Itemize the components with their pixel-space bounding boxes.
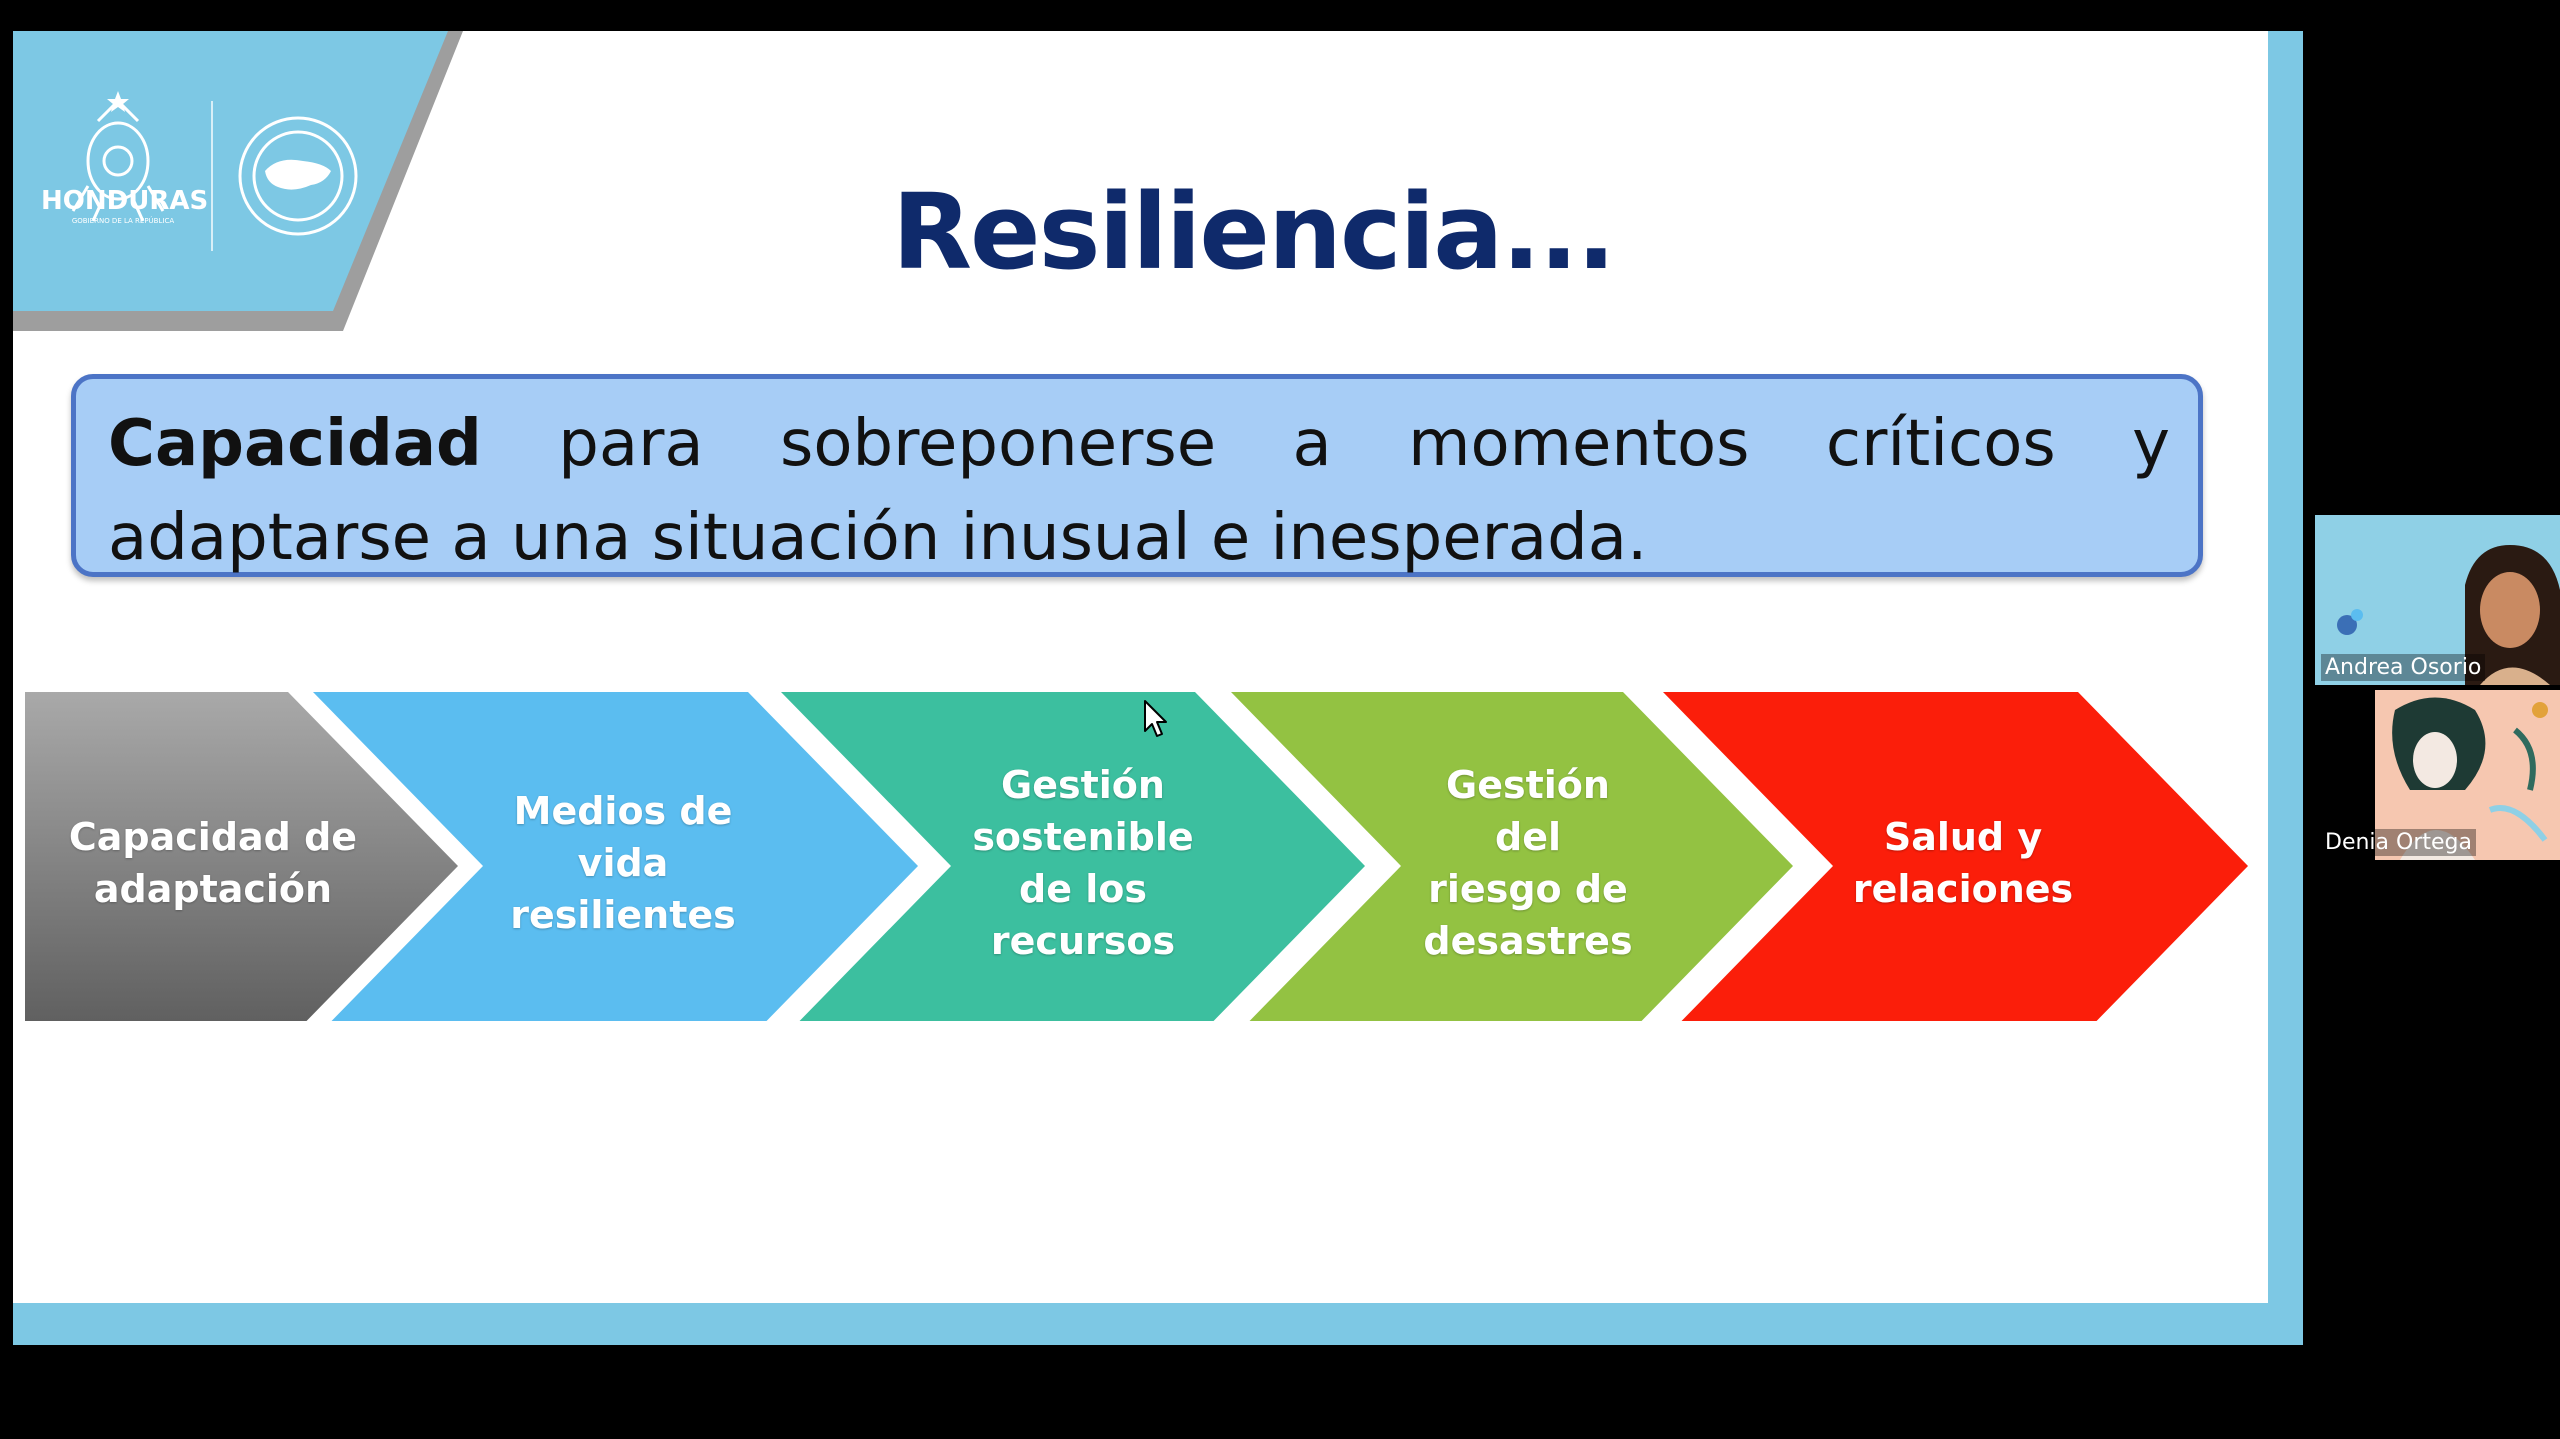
participant-name: Denia Ortega bbox=[2321, 829, 2476, 856]
institution-seal-logo bbox=[238, 116, 358, 236]
chevron-shape-2 bbox=[313, 692, 918, 1021]
logo-divider bbox=[211, 101, 213, 251]
slide-title: Resiliencia... bbox=[891, 171, 1616, 293]
video-participants-panel: Andrea Osorio Denia Ortega bbox=[2315, 515, 2560, 865]
logo-country-text: HONDURAS bbox=[41, 186, 209, 216]
participant-tile[interactable]: Denia Ortega bbox=[2315, 690, 2560, 860]
definition-keyword: Capacidad bbox=[108, 407, 482, 481]
participant-video-icon bbox=[2315, 515, 2560, 685]
chevron-shape-5 bbox=[1663, 692, 2248, 1021]
definition-text: Capacidad para sobreponerse a momentos c… bbox=[108, 397, 2170, 585]
mouse-pointer-icon bbox=[1144, 700, 1167, 737]
participant-tile[interactable]: Andrea Osorio bbox=[2315, 515, 2560, 685]
definition-body: para sobreponerse a momentos críticos y … bbox=[108, 407, 2170, 575]
honduras-coat-of-arms-logo bbox=[71, 91, 165, 222]
chevron-shape-4 bbox=[1231, 692, 1793, 1021]
participant-avatar-icon bbox=[2315, 690, 2560, 860]
participant-name: Andrea Osorio bbox=[2321, 654, 2486, 681]
chevron-shape-1 bbox=[25, 692, 458, 1021]
logo-tagline-text: GOBIERNO DE LA REPÚBLICA bbox=[71, 217, 175, 225]
chevron-process-diagram bbox=[25, 692, 2248, 1021]
presentation-slide: HONDURAS GOBIERNO DE LA REPÚBLICA Resili… bbox=[13, 31, 2303, 1345]
chevron-shape-3 bbox=[781, 692, 1365, 1021]
definition-box: Capacidad para sobreponerse a momentos c… bbox=[71, 374, 2203, 577]
slide-content: HONDURAS GOBIERNO DE LA REPÚBLICA Resili… bbox=[13, 31, 2268, 1303]
